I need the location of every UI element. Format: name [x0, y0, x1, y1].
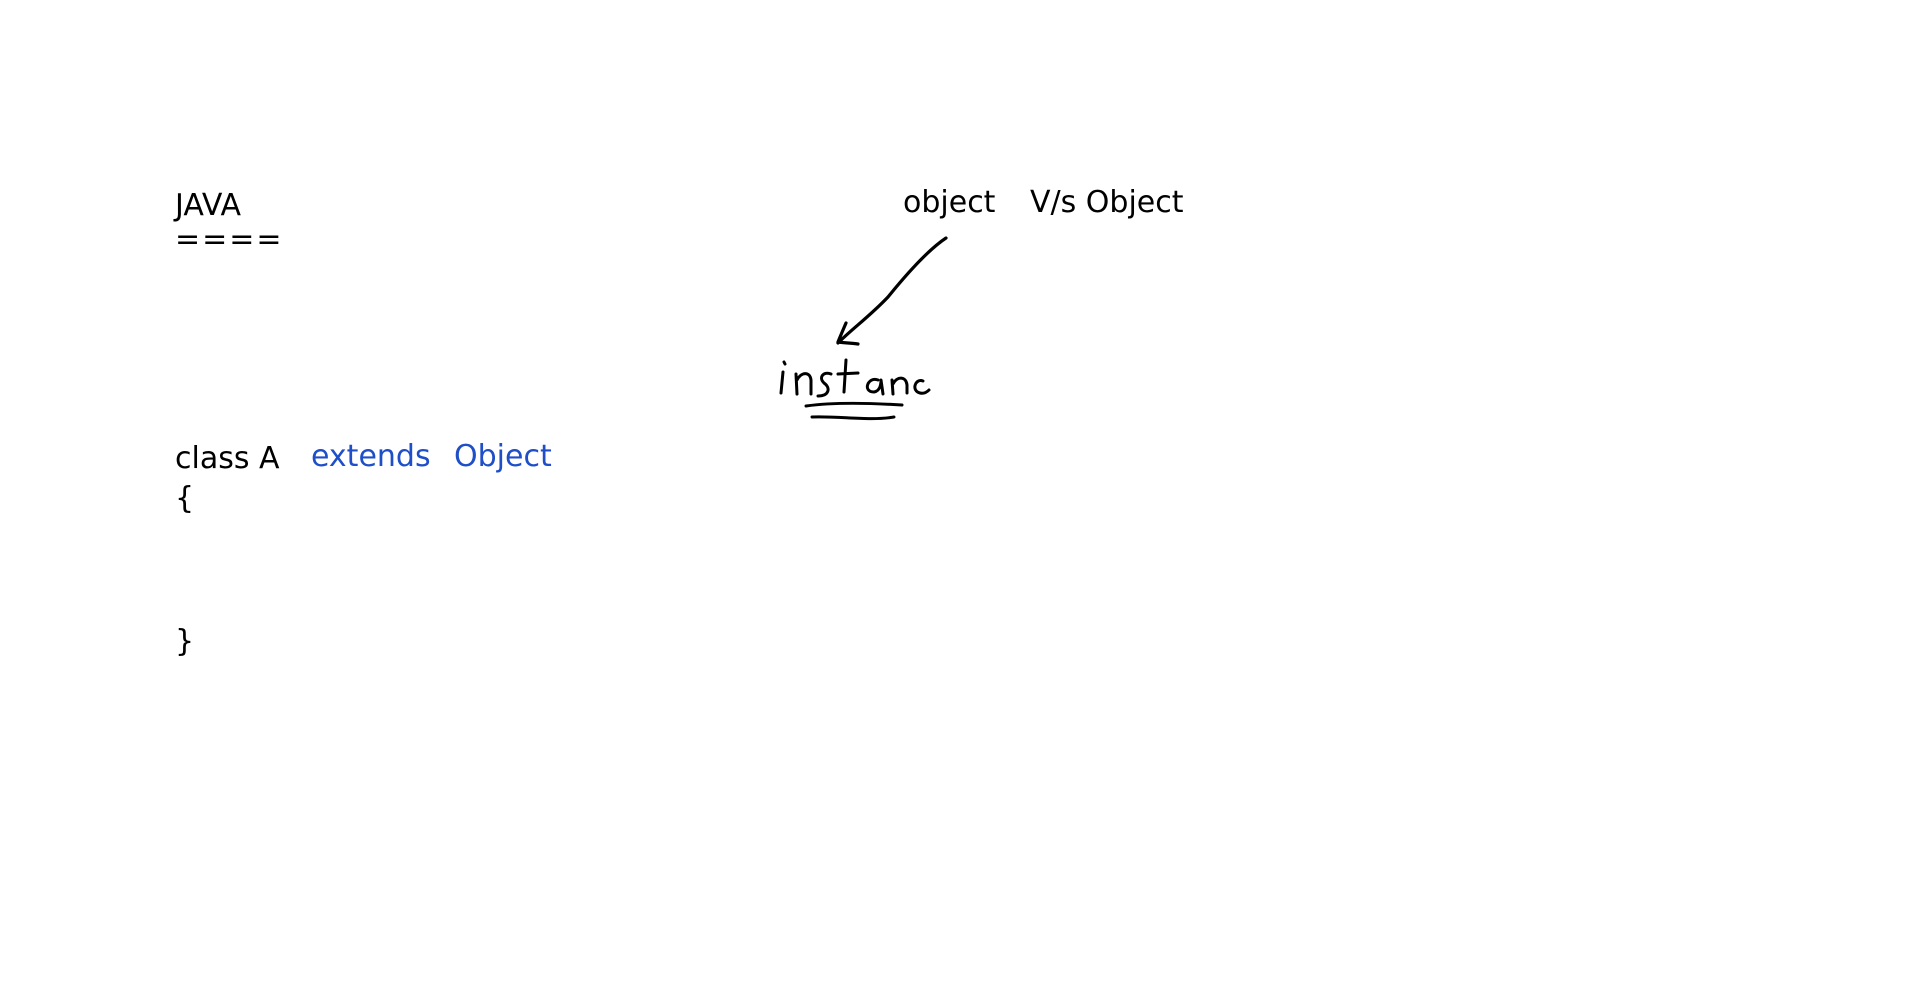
extends-keyword: extends	[311, 439, 431, 474]
object-keyword: Object	[454, 439, 552, 474]
handwritten-word-instanc	[779, 358, 931, 421]
title-underline: ====	[175, 222, 284, 257]
title-text: JAVA	[175, 188, 242, 223]
close-brace: }	[175, 624, 195, 659]
heading-vs-object-text: V/s Object	[1030, 185, 1184, 220]
hand-drawn-arrow-icon	[836, 236, 948, 346]
heading-object-text: object	[903, 185, 996, 220]
open-brace: {	[175, 481, 195, 516]
class-declaration-text: class A	[175, 441, 280, 476]
